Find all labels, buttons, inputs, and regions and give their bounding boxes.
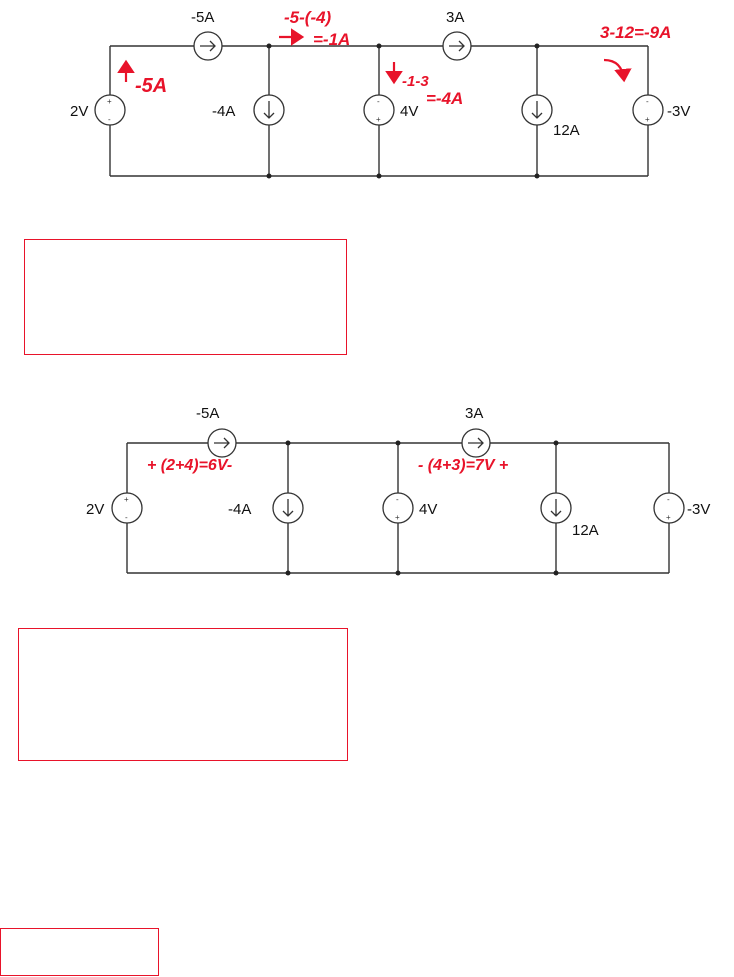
label-current-3a: 3A: [446, 9, 464, 26]
circuit-1: +- -+ -+ -5A 3A 2V -4A 4V 12A -: [70, 8, 690, 179]
label-current-neg4a: -4A: [212, 103, 235, 120]
current-source-3a: [442, 31, 472, 61]
label-voltage-2v: 2V: [70, 103, 88, 120]
circuit-2: +- -+ -+ -5A 3A 2V -4A 4V 12A -3V +: [86, 405, 710, 576]
svg-text:-: -: [396, 495, 399, 504]
node: [266, 43, 272, 49]
svg-text:-: -: [646, 97, 649, 106]
label-current-12a: 12A: [553, 122, 580, 139]
current-source-neg4a: [253, 94, 285, 126]
annotation-left-voltage: + (2+4)=6V-: [147, 457, 232, 474]
voltage-source-2v: +-: [94, 94, 126, 126]
annotation-down-result: =-4A: [426, 89, 463, 108]
answer-box-3: [0, 928, 159, 976]
current-source-neg5a: [207, 428, 237, 458]
label-current-neg5a: -5A: [191, 9, 214, 26]
node: [553, 440, 559, 446]
current-source-neg4a: [272, 492, 304, 524]
svg-text:+: +: [376, 115, 381, 124]
label-current-12a: 12A: [572, 522, 599, 539]
annotation-right-voltage: - (4+3)=7V +: [418, 457, 508, 474]
label-voltage-4v: 4V: [419, 501, 437, 518]
current-source-3a: [461, 428, 491, 458]
svg-text:-: -: [377, 97, 380, 106]
voltage-source-neg3v: -+: [632, 94, 664, 126]
current-source-12a: [540, 492, 572, 524]
label-current-neg4a: -4A: [228, 501, 251, 518]
current-source-12a: [521, 94, 553, 126]
node: [553, 570, 559, 576]
annotation-middle-expr: -5-(-4): [284, 8, 332, 27]
node: [534, 43, 540, 49]
label-voltage-neg3v: -3V: [667, 103, 690, 120]
svg-text:+: +: [124, 495, 129, 504]
annotation-middle-result: =-1A: [313, 30, 350, 49]
svg-text:-: -: [125, 513, 128, 522]
annotation-arrow-curve: [603, 58, 632, 83]
node: [534, 173, 540, 179]
node: [376, 43, 382, 49]
label-current-3a: 3A: [465, 405, 483, 422]
current-source-neg5a: [193, 31, 223, 61]
svg-text:+: +: [107, 97, 112, 106]
label-voltage-2v: 2V: [86, 501, 104, 518]
node: [266, 173, 272, 179]
annotation-right-expr: 3-12=-9A: [600, 23, 671, 42]
node: [395, 440, 401, 446]
svg-text:+: +: [645, 115, 650, 124]
label-voltage-4v: 4V: [400, 103, 418, 120]
label-current-neg5a: -5A: [196, 405, 219, 422]
annotation-left-current: -5A: [135, 75, 167, 97]
voltage-source-4v: -+: [382, 492, 414, 524]
node: [285, 440, 291, 446]
voltage-source-neg3v: -+: [653, 492, 685, 524]
svg-text:+: +: [395, 513, 400, 522]
answer-box-1: [24, 239, 347, 355]
node: [395, 570, 401, 576]
voltage-source-2v: +-: [111, 492, 143, 524]
svg-text:-: -: [667, 495, 670, 504]
annotation-down-expr: -1-3: [402, 73, 429, 90]
svg-text:+: +: [666, 513, 671, 522]
node: [285, 570, 291, 576]
voltage-source-4v: -+: [363, 94, 395, 126]
answer-box-2: [18, 628, 348, 761]
label-voltage-neg3v: -3V: [687, 501, 710, 518]
node: [376, 173, 382, 179]
svg-text:-: -: [108, 115, 111, 124]
